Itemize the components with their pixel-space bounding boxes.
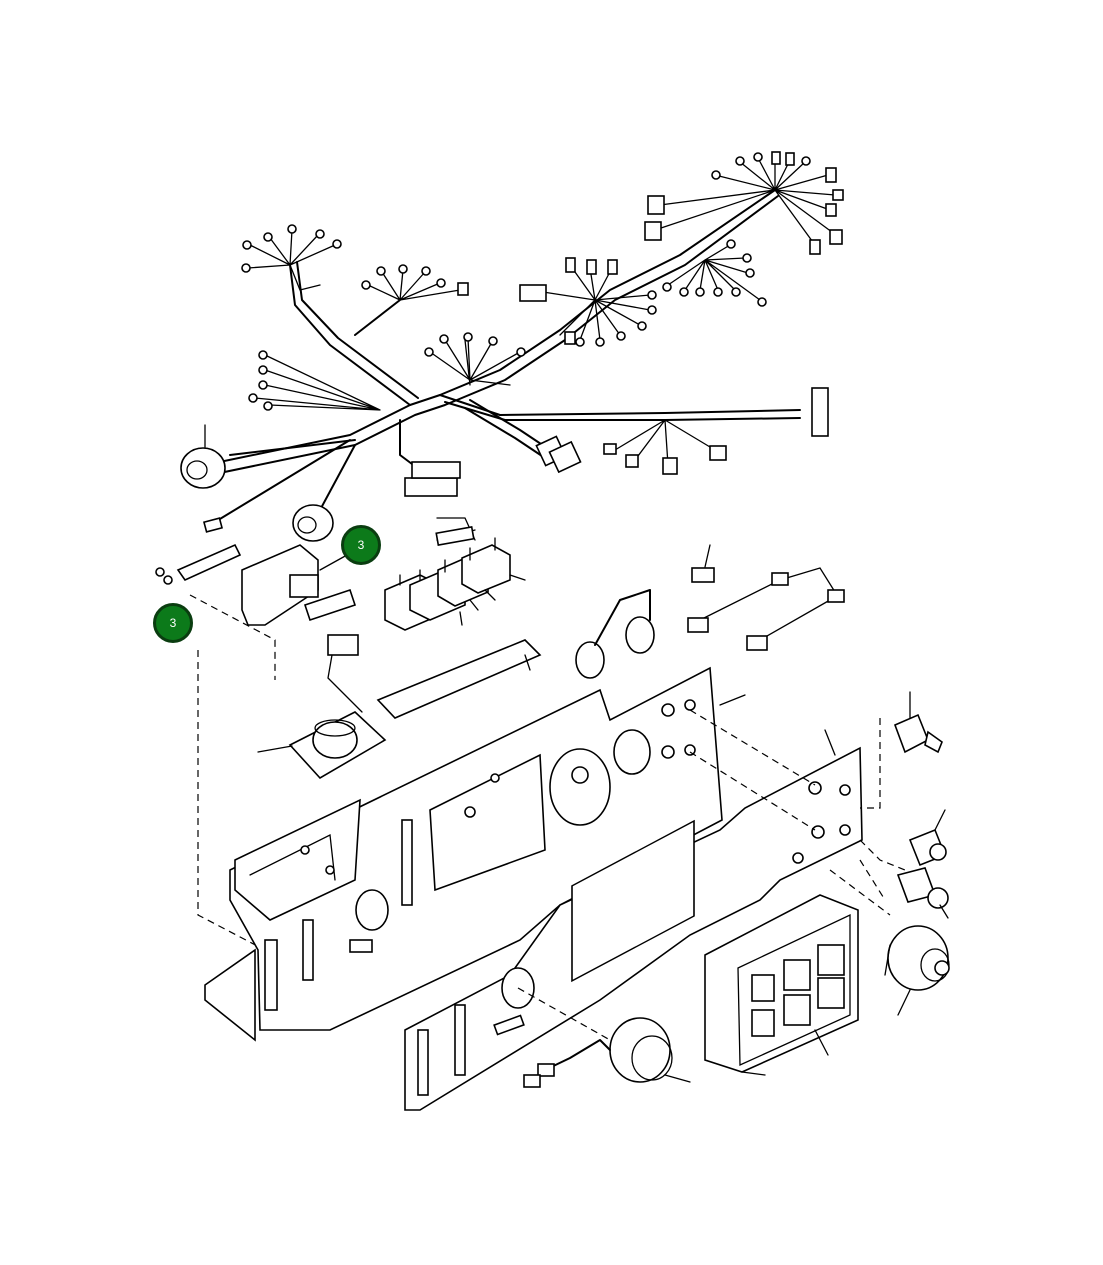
switch-bracket-assembly bbox=[155, 517, 542, 951]
wiring-harness bbox=[180, 151, 844, 542]
fuse-box bbox=[704, 894, 859, 1076]
callout-number: 3 bbox=[357, 538, 365, 552]
gauge-assembly-left bbox=[257, 711, 387, 780]
dash-panel-lower bbox=[404, 729, 863, 1111]
callout-badge-3[interactable]: 3 bbox=[153, 603, 193, 643]
assembly-leaders bbox=[517, 709, 906, 1041]
hour-meter bbox=[523, 1017, 691, 1088]
callout-badge-3[interactable]: 3 bbox=[341, 525, 381, 565]
dash-panel-upper bbox=[204, 666, 746, 1042]
toggle-switch bbox=[893, 691, 943, 754]
indicator-lamp-1 bbox=[908, 809, 947, 867]
ignition-switch bbox=[884, 925, 950, 1016]
callout-number: 3 bbox=[169, 616, 177, 630]
cable-clamps bbox=[575, 544, 845, 679]
indicator-lamp-2 bbox=[896, 867, 949, 919]
